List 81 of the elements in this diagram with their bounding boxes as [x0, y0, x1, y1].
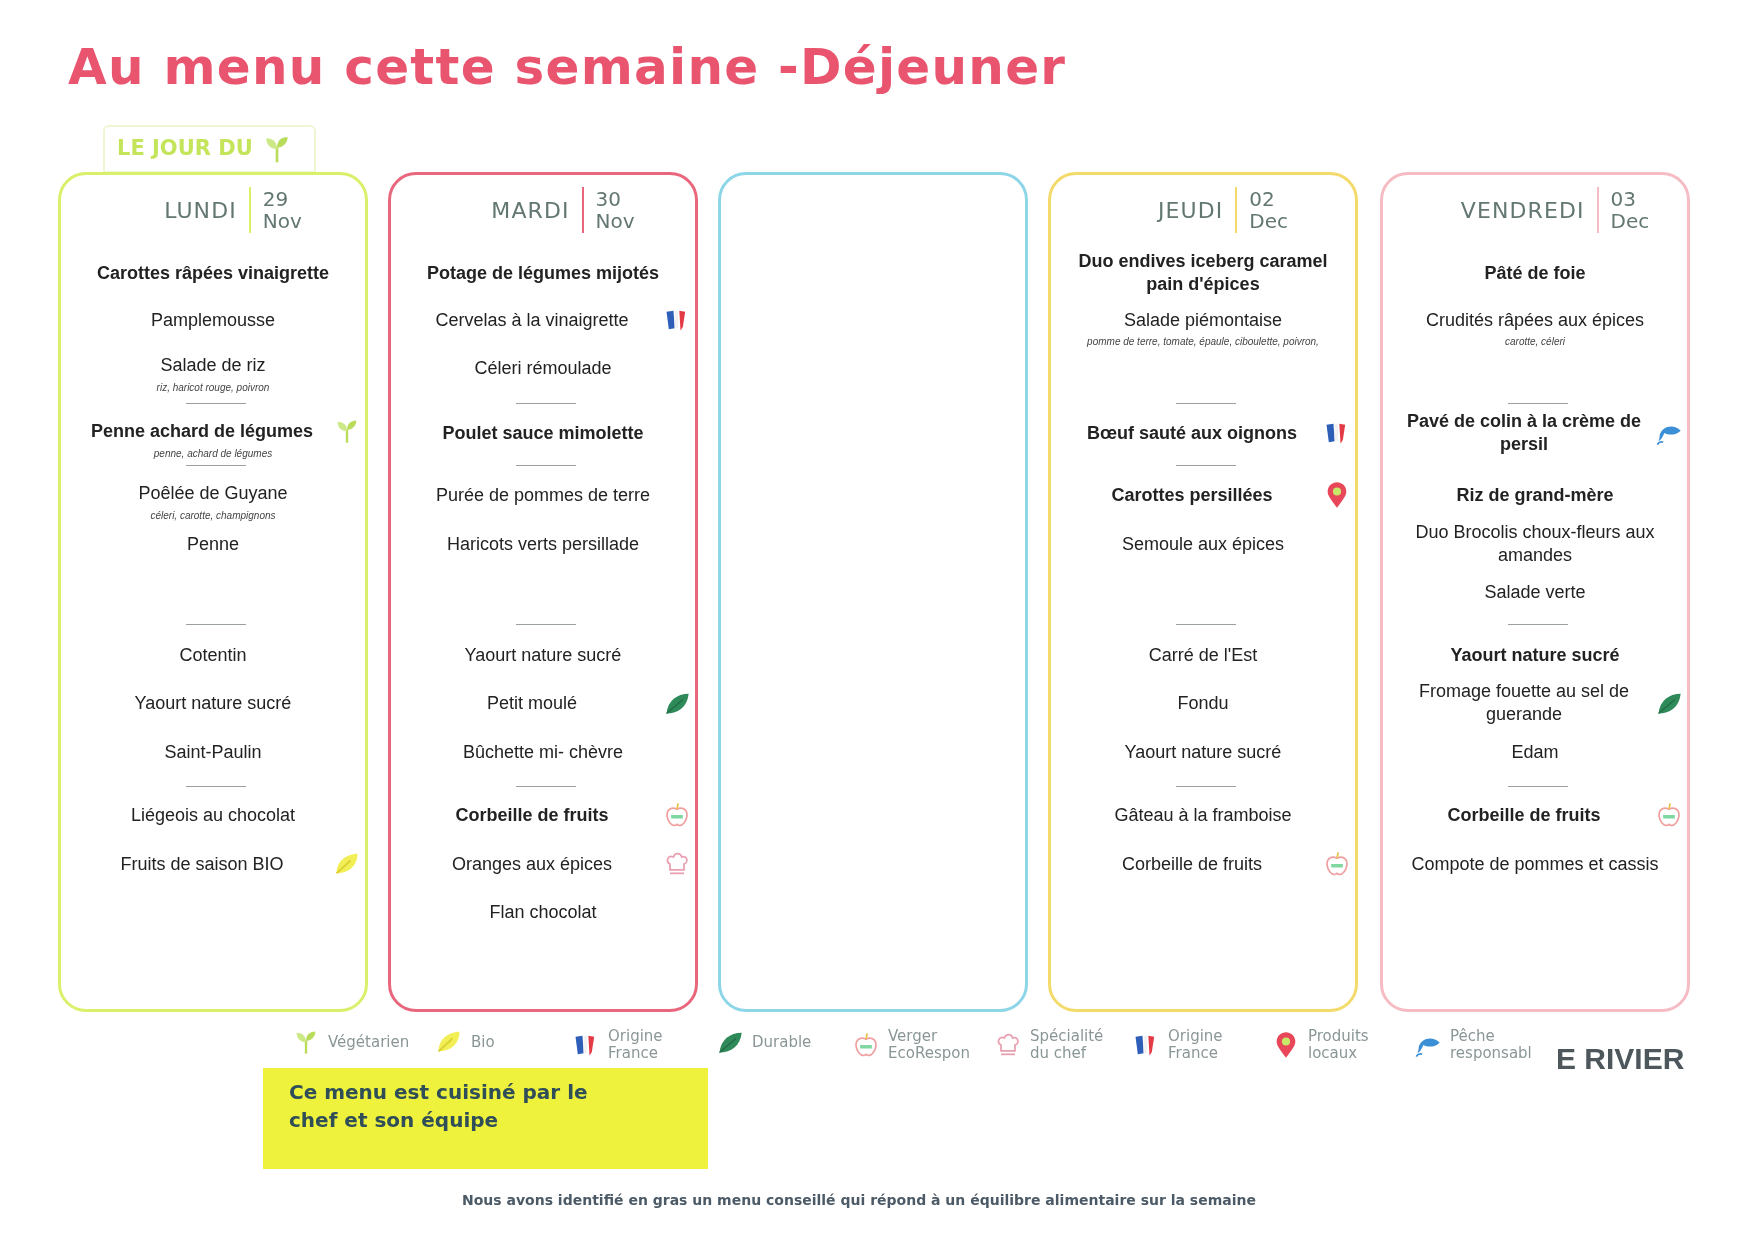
title: Au menu cette semaine -Déjeuner: [68, 37, 1067, 98]
ingredient-note: carotte, céleri: [1504, 334, 1566, 349]
dish-name: Edam: [1510, 740, 1560, 764]
legend-text: Végétarien: [328, 1033, 411, 1051]
school-name: E RIVIER: [1556, 1041, 1685, 1077]
day-name: LUNDI: [164, 196, 237, 225]
empty-day-card: [718, 172, 1028, 1012]
date-day: 03: [1610, 188, 1650, 210]
legend-text: Verger EcoRespon: [888, 1028, 971, 1062]
dish-name: Yaourt nature sucré: [1123, 740, 1283, 764]
dish-name: Duo Brocolis choux-fleurs aux amandes: [1414, 521, 1656, 567]
day-menu-card: [388, 172, 698, 1012]
dish-name: Oranges aux épices: [450, 852, 614, 876]
dish-name: Carottes persillées: [1110, 483, 1274, 507]
dish-name: Carré de l'Est: [1147, 643, 1259, 667]
ingredient-note: pomme de terre, tomate, épaule, ciboulette, poivron,: [1085, 334, 1320, 349]
ingredient-note: penne, achard de légumes: [152, 446, 274, 461]
dish-name: Gâteau à la framboise: [1113, 803, 1293, 827]
dish-name: Flan chocolat: [488, 900, 598, 924]
dish-name: Petit moulé: [485, 691, 578, 715]
dish-name: Purée de pommes de terre: [434, 483, 652, 507]
dish-name: Haricots verts persillade: [445, 532, 641, 556]
legend-text: Bio: [471, 1033, 496, 1051]
dish-name: Poulet sauce mimolette: [441, 421, 645, 445]
dish-name: Pavé de colin à la crème de persil: [1405, 410, 1643, 456]
dish-name: Fromage fouette au sel de guerande: [1417, 680, 1631, 726]
dish-name: Crudités râpées aux épices: [1424, 308, 1646, 332]
dish-name: Cervelas à la vinaigrette: [434, 308, 630, 332]
dish-name: Corbeille de fruits: [1120, 852, 1264, 876]
date-month: Dec: [1610, 210, 1650, 232]
date-month: Dec: [1249, 210, 1289, 232]
day-name: MARDI: [491, 196, 570, 225]
chef-note: Ce menu est cuisiné par le chef et son équipe: [289, 1079, 589, 1134]
dish-name: Salade piémontaise: [1122, 308, 1284, 332]
dish-name: Pamplemousse: [149, 308, 277, 332]
dish-name: Bœuf sauté aux oignons: [1086, 421, 1298, 445]
dish-name: Yaourt nature sucré: [463, 643, 623, 667]
day-menu-card: [1380, 172, 1690, 1012]
dish-name: Cotentin: [178, 643, 248, 667]
tab-label: LE JOUR DU: [117, 135, 253, 163]
date-day: 30: [595, 188, 635, 210]
day-name: JEUDI: [1157, 196, 1224, 225]
date-day: 02: [1249, 188, 1289, 210]
day-menu-card: [1048, 172, 1358, 1012]
dish-name: Liégeois au chocolat: [129, 803, 297, 827]
legend-text: Produits locaux: [1308, 1028, 1370, 1062]
date-month: Nov: [262, 210, 302, 232]
dish-name: Riz de grand-mère: [1455, 483, 1615, 507]
day-menu-card: [58, 172, 368, 1012]
footnote: Nous avons identifié en gras un menu conseillé qui répond à un équilibre alimentaire sur la semaine: [462, 1191, 1256, 1210]
dish-name: Salade verte: [1483, 580, 1587, 604]
chef-note-banner: [263, 1068, 708, 1169]
day-name: VENDREDI: [1460, 196, 1585, 225]
dish-name: Carottes râpées vinaigrette: [95, 261, 331, 285]
ingredient-note: riz, haricot rouge, poivron: [155, 380, 271, 395]
legend-text: Spécialité du chef: [1030, 1028, 1105, 1062]
dish-name: Pâté de foie: [1483, 261, 1587, 285]
dish-name: Fruits de saison BIO: [119, 852, 285, 876]
legend-text: Durable: [752, 1033, 813, 1051]
legend-text: Origine France: [608, 1028, 664, 1062]
dish-name: Saint-Paulin: [163, 740, 263, 764]
dish-name: Semoule aux épices: [1120, 532, 1286, 556]
date-month: Nov: [595, 210, 635, 232]
dish-name: Yaourt nature sucré: [1449, 643, 1621, 667]
dish-name: Duo endives iceberg caramel pain d'épices: [1077, 250, 1329, 296]
legend-text: Pêche responsabl: [1450, 1028, 1533, 1062]
dish-name: Poêlée de Guyane: [137, 481, 289, 505]
dish-name: Salade de riz: [159, 353, 267, 377]
dish-name: Fondu: [1176, 691, 1230, 715]
date-day: 29: [262, 188, 302, 210]
dish-name: Céleri rémoulade: [473, 356, 613, 380]
ingredient-note: céleri, carotte, champignons: [149, 508, 277, 523]
dish-name: Corbeille de fruits: [454, 803, 610, 827]
dish-name: Corbeille de fruits: [1446, 803, 1602, 827]
dish-name: Potage de légumes mijotés: [425, 261, 661, 285]
dish-name: Penne: [185, 532, 241, 556]
dish-name: Penne achard de légumes: [89, 419, 315, 443]
dish-name: Bûchette mi- chèvre: [461, 740, 625, 764]
dish-name: Compote de pommes et cassis: [1410, 852, 1660, 876]
legend-text: Origine France: [1168, 1028, 1224, 1062]
dish-name: Yaourt nature sucré: [133, 691, 293, 715]
